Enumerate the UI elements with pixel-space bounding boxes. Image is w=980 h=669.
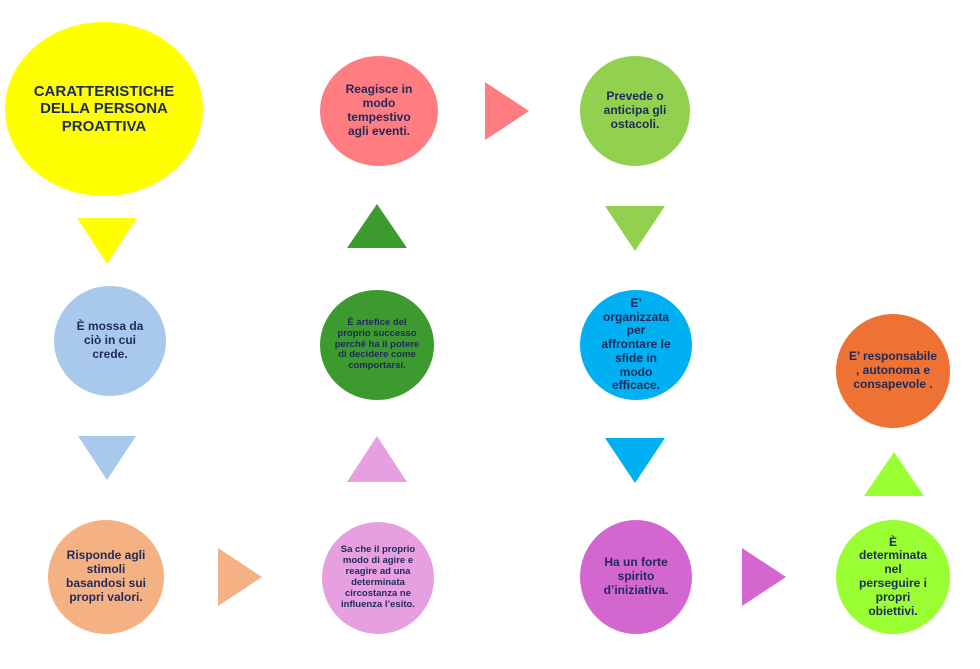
node-mossa-label: È mossa da ciò in cui crede.: [76, 319, 144, 361]
node-prevede: Prevede o anticipa gli ostacoli.: [580, 56, 690, 166]
node-artefice-label: È artefice del proprio successo perché h…: [334, 316, 420, 372]
node-responsabile-label: E’ responsabile , autonoma e consapevole…: [848, 349, 938, 391]
arrow-up-icon: [864, 452, 924, 496]
node-artefice: È artefice del proprio successo perché h…: [320, 290, 434, 400]
node-organizzata: E’ organizzata per affrontare le sfide i…: [580, 290, 692, 400]
node-risponde-label: Risponde agli stimoli basandosi sui prop…: [65, 548, 147, 604]
node-sa-che: Sa che il proprio modo di agire e reagir…: [322, 522, 434, 634]
node-prevede-label: Prevede o anticipa gli ostacoli.: [603, 89, 667, 131]
node-risponde: Risponde agli stimoli basandosi sui prop…: [48, 520, 164, 634]
arrow-up-icon: [347, 436, 407, 482]
node-determinata: È determinata nel perseguire i propri ob…: [836, 520, 950, 634]
node-spirito: Ha un forte spirito d’iniziativa.: [580, 520, 692, 634]
node-organizzata-label: E’ organizzata per affrontare le sfide i…: [601, 295, 671, 393]
node-caratteristiche-label: CARATTERISTICHE DELLA PERSONA PROATTIVA: [33, 83, 175, 135]
node-mossa: È mossa da ciò in cui crede.: [54, 286, 166, 396]
arrow-right-icon: [218, 548, 262, 606]
node-reagisce-label: Reagisce in modo tempestivo agli eventi.: [345, 82, 413, 138]
node-determinata-label: È determinata nel perseguire i propri ob…: [858, 534, 928, 618]
node-spirito-label: Ha un forte spirito d’iniziativa.: [603, 555, 669, 597]
arrow-down-icon: [605, 438, 665, 483]
arrow-right-icon: [485, 82, 529, 140]
arrow-right-icon: [742, 548, 786, 606]
arrow-down-icon: [77, 218, 137, 264]
node-caratteristiche: CARATTERISTICHE DELLA PERSONA PROATTIVA: [5, 22, 203, 196]
arrow-down-icon: [605, 206, 665, 251]
node-reagisce: Reagisce in modo tempestivo agli eventi.: [320, 56, 438, 166]
arrow-up-icon: [347, 204, 407, 248]
arrow-down-icon: [78, 436, 136, 480]
node-responsabile: E’ responsabile , autonoma e consapevole…: [836, 314, 950, 428]
node-sa-che-label: Sa che il proprio modo di agire e reagir…: [340, 544, 416, 610]
